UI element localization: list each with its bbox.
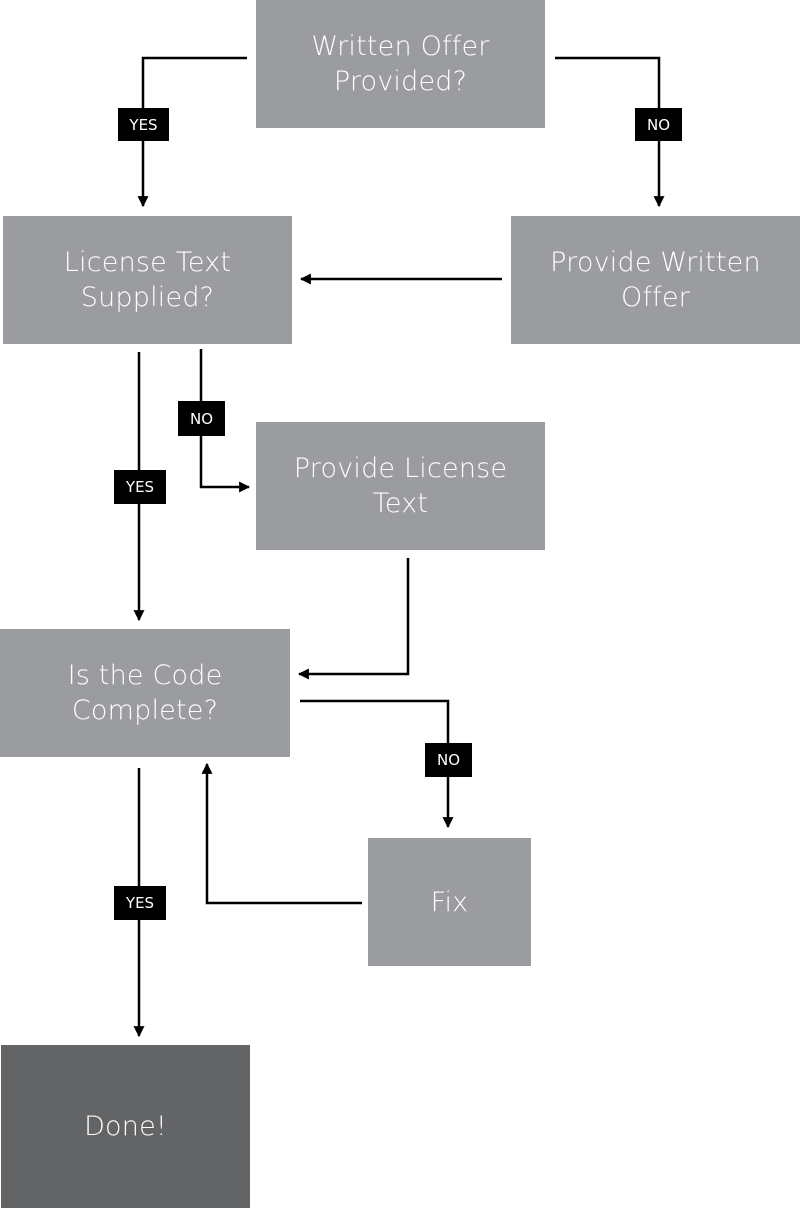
connector-provide-license-to-code (297, 558, 410, 680)
node-license-text-supplied: License Text Supplied? (3, 216, 292, 344)
connector-offer-no (555, 56, 665, 208)
node-written-offer-provided: Written Offer Provided? (256, 0, 545, 128)
connector-code-no (300, 699, 454, 829)
node-done: Done! (1, 1045, 250, 1208)
badge-yes: YES (114, 470, 166, 504)
badge-no: NO (635, 108, 682, 141)
badge-no: NO (425, 743, 472, 777)
node-label-line: Provide Written (550, 247, 761, 278)
node-label: Done! (84, 1111, 167, 1142)
connector-fix-to-code (201, 762, 362, 905)
node-provide-written-offer: Provide Written Offer (511, 216, 800, 344)
node-label-line: Written Offer (311, 31, 490, 62)
node-label-line: Provided? (333, 66, 468, 97)
node-label: Fix (430, 886, 469, 918)
badge-yes: YES (118, 108, 169, 141)
node-fix: Fix (368, 838, 531, 966)
node-label-line: Is the Code (67, 660, 223, 691)
node-provide-license-text: Provide License Text (256, 422, 545, 550)
badge-no: NO (178, 401, 225, 436)
node-label-line: Complete? (71, 695, 219, 726)
node-label-line: License Text (63, 247, 232, 278)
connector-license-no (199, 349, 251, 493)
node-label-line: Text (372, 488, 429, 519)
connector-offer-yes (137, 56, 247, 208)
node-label-line: Offer (621, 282, 690, 313)
badge-yes: YES (114, 886, 166, 920)
node-label-line: Supplied? (80, 282, 215, 313)
node-label-line: Provide License (293, 453, 508, 484)
node-is-code-complete: Is the Code Complete? (0, 629, 290, 757)
